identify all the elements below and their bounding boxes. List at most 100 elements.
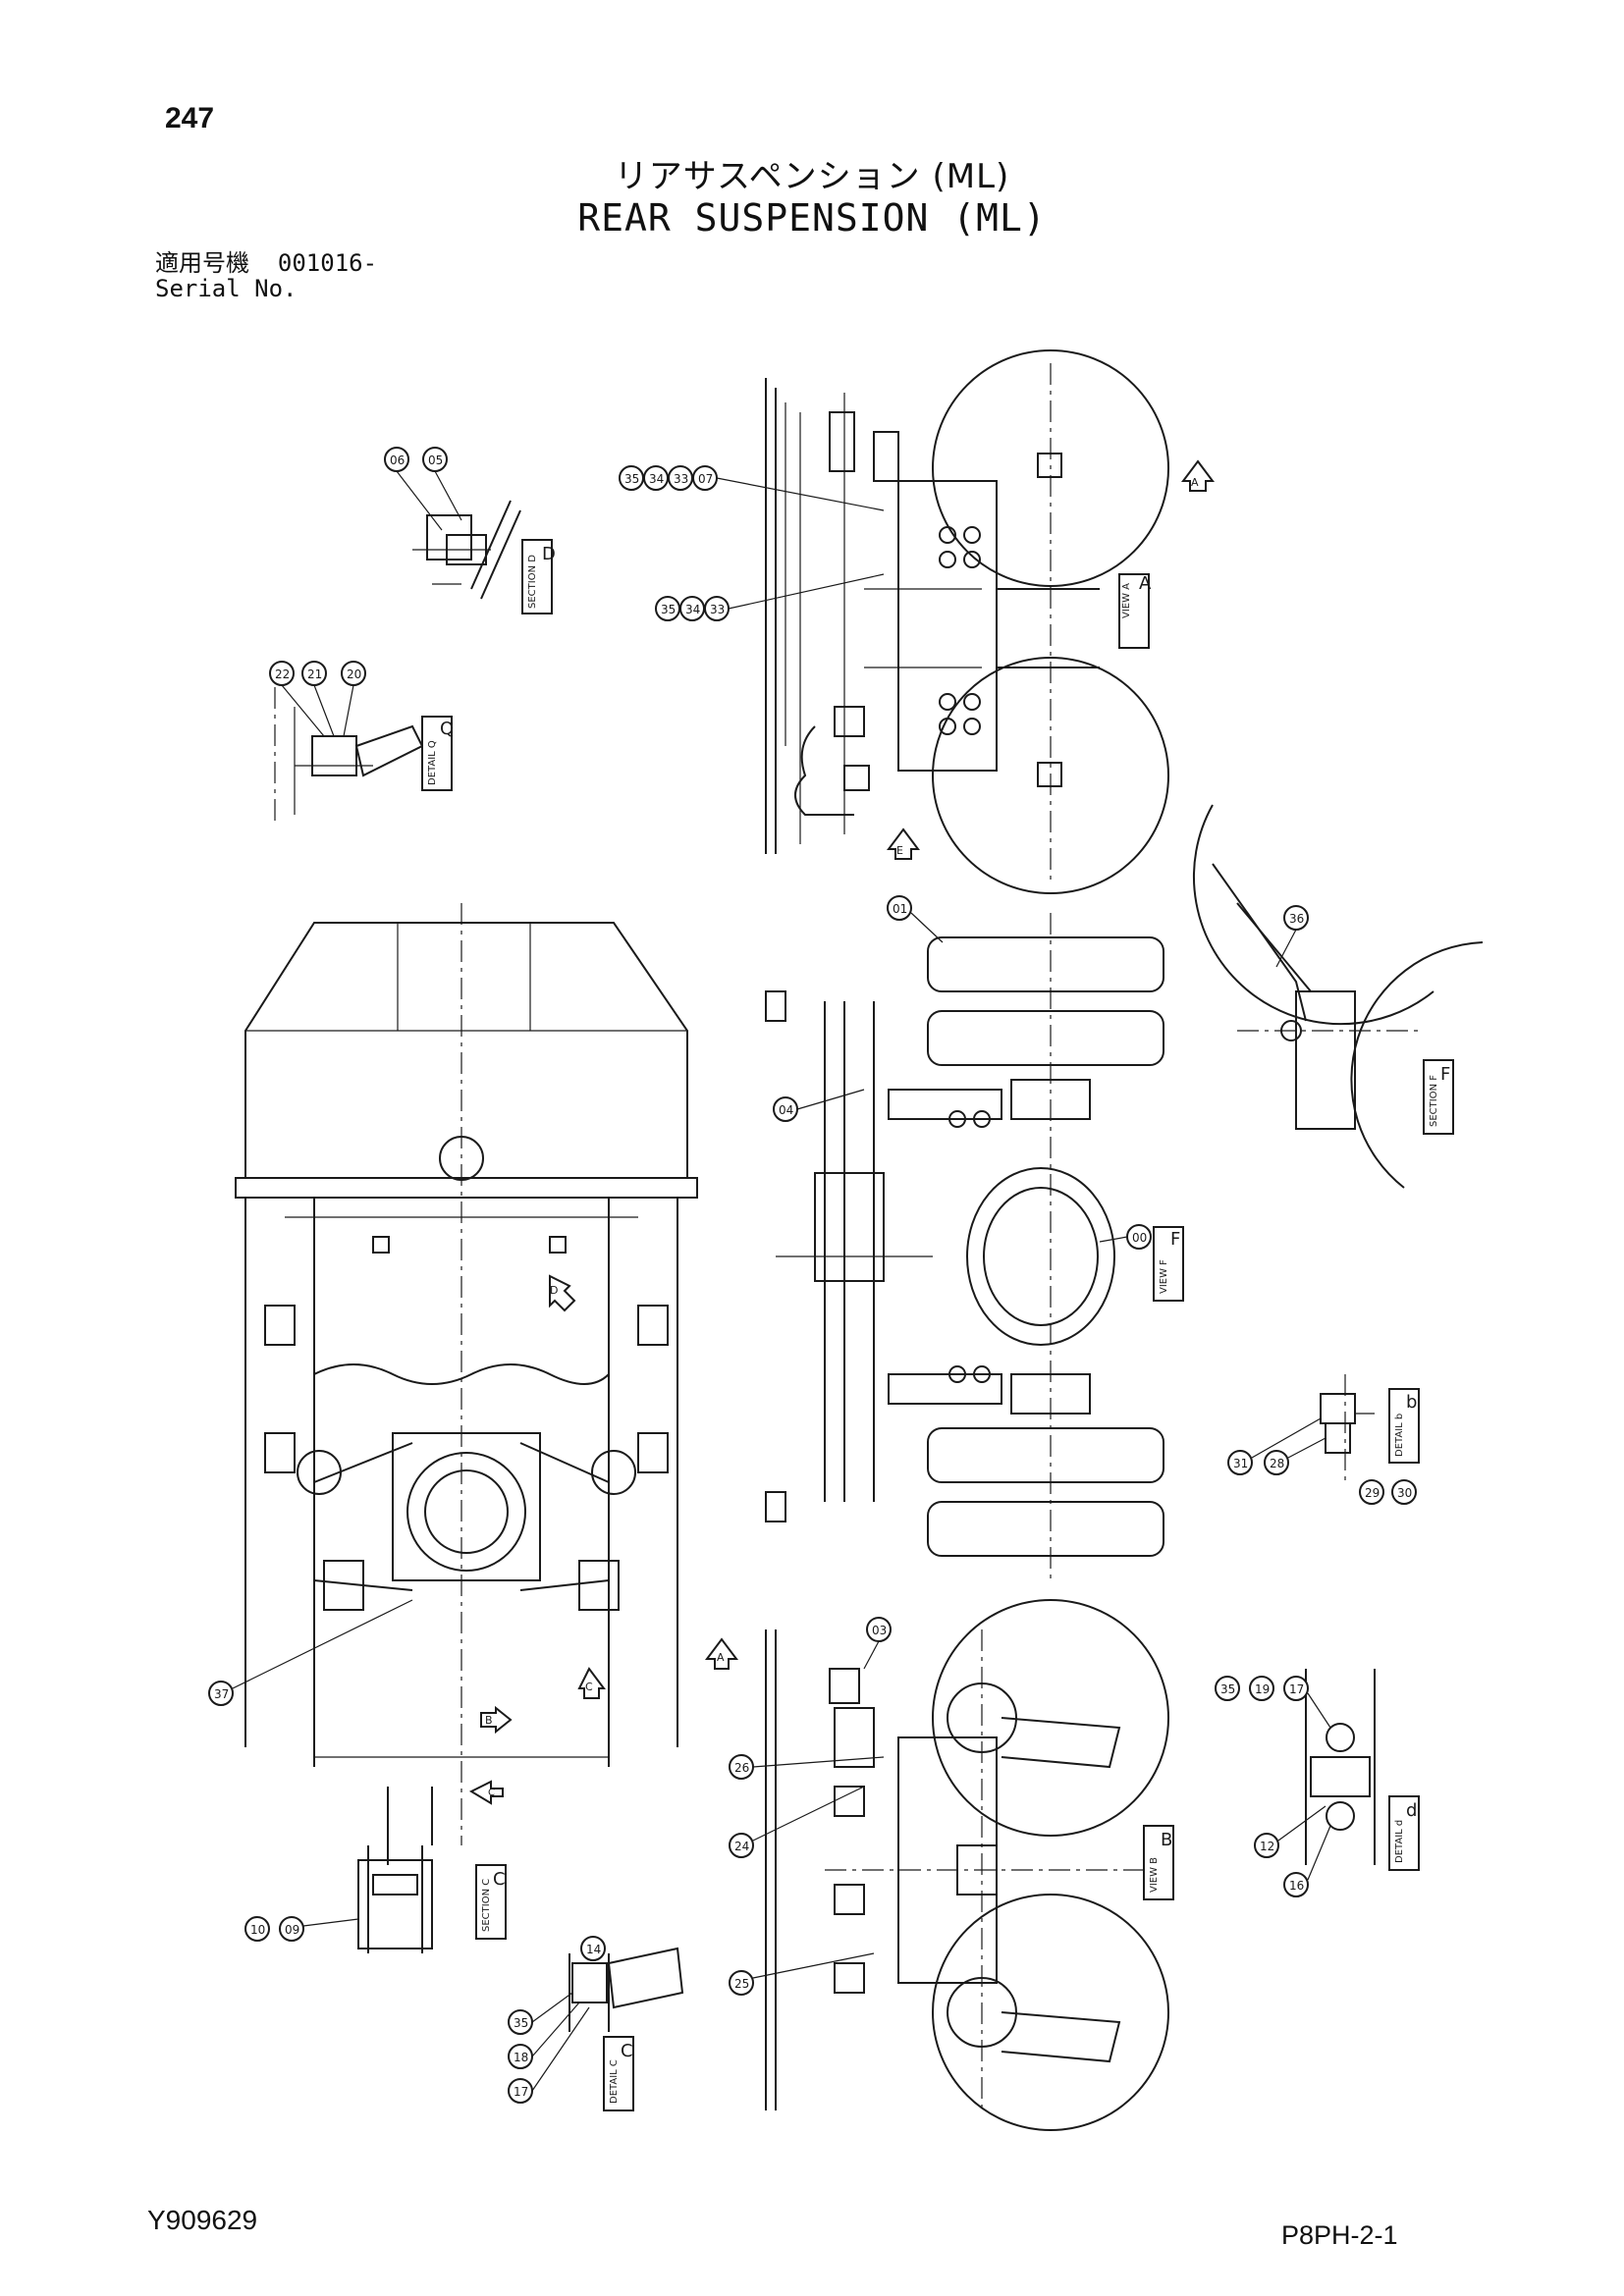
callout-35-b: 35 [661, 603, 676, 616]
differential-housing [966, 1167, 1115, 1346]
callout-20: 20 [347, 667, 361, 681]
section-c-label-box [475, 1864, 507, 1940]
callout-26: 26 [734, 1761, 749, 1775]
page-number: 247 [165, 102, 215, 134]
callout-19-a: 19 [1255, 1682, 1270, 1696]
view-a-label-box [1118, 573, 1150, 649]
detail-q-label: DETAIL Q [427, 740, 438, 785]
callout-21: 21 [307, 667, 322, 681]
detail-d-assembly: 35 19 17 12 16 DETAIL d d [1215, 1669, 1420, 1897]
callout-22: 22 [275, 667, 290, 681]
sheet-code: P8PH-2-1 [1281, 2220, 1398, 2250]
section-c-assembly: 10 09 SECTION C C [244, 1845, 507, 1953]
arrow-a-plan-letter: A [717, 1651, 725, 1664]
tire-lower-1 [927, 1427, 1164, 1483]
detail-q-assembly: 22 21 20 DETAIL Q Q [269, 661, 454, 825]
wheel-hub-square-1 [1037, 453, 1062, 478]
view-f-label: VIEW F [1159, 1259, 1169, 1294]
view-a-assembly: A E VIEW A A [765, 349, 1215, 894]
serial-row-jp: 適用号機 001016- [155, 250, 377, 276]
plan-turntable [392, 1432, 541, 1581]
arrow-d-plan [549, 1274, 576, 1312]
detail-c-label-box [603, 2036, 634, 2111]
detail-q-letter: Q [440, 719, 454, 739]
arrow-c-plan [577, 1667, 606, 1699]
detail-b-label-box [1388, 1388, 1420, 1464]
arrow-a-top [1181, 459, 1215, 492]
detail-b-assembly: 31 28 29 30 DETAIL b b [1227, 1374, 1420, 1505]
callout-35-d: 35 [514, 2016, 528, 2030]
callout-18: 18 [514, 2051, 528, 2064]
callout-16: 16 [1289, 1879, 1304, 1893]
view-f-assembly: 01 04 00 VIEW F F [765, 895, 1184, 1580]
tire-upper-1 [927, 936, 1164, 992]
wheel-rear-upper [932, 657, 1169, 894]
detail-q-label-box [421, 716, 453, 791]
wheel-front-lower [932, 1599, 1169, 1837]
callout-35-a: 35 [624, 472, 639, 486]
callout-06: 06 [390, 454, 405, 467]
section-f-letter: F [1440, 1064, 1450, 1085]
section-d-label-box [521, 539, 553, 614]
callout-17-b: 17 [514, 2085, 528, 2099]
callout-07: 07 [698, 472, 713, 486]
callout-31: 31 [1233, 1457, 1248, 1470]
arrow-c-lower-letter: C [488, 1788, 495, 1798]
detail-c-assembly: 14 35 18 17 DETAIL C C [508, 1936, 684, 2111]
callout-14: 14 [586, 1943, 601, 1956]
arrow-c-lower [468, 1780, 504, 1805]
arrow-b-plan [480, 1705, 513, 1735]
section-c-letter: C [493, 1869, 506, 1890]
serial-label-en: Serial No. [155, 275, 298, 302]
view-a-label: VIEW A [1121, 583, 1132, 618]
callout-01: 01 [893, 902, 907, 916]
section-d-letter: D [542, 544, 556, 564]
plan-counterweight [244, 922, 688, 1179]
plan-view-assembly: D C B A 37 C [208, 903, 738, 1865]
callout-04: 04 [779, 1103, 793, 1117]
callout-25: 25 [734, 1977, 749, 1991]
axle-upper [1010, 1079, 1091, 1120]
view-a-letter: A [1139, 573, 1152, 594]
section-c-label: SECTION C [481, 1879, 492, 1932]
view-a-frame [897, 480, 998, 772]
section-f-label: SECTION F [1429, 1075, 1439, 1127]
serial-label-jp: 適用号機 [155, 249, 249, 277]
callout-33-a: 33 [674, 472, 688, 486]
view-f-label-box [1153, 1226, 1184, 1302]
callout-17-a: 17 [1289, 1682, 1304, 1696]
callout-05: 05 [428, 454, 443, 467]
detail-b-label: DETAIL b [1394, 1414, 1405, 1457]
arrow-a-top-letter: A [1191, 476, 1199, 489]
title-english: REAR SUSPENSION (ML) [577, 196, 1047, 240]
wheel-rear-lower [932, 1894, 1169, 2131]
callout-34-a: 34 [649, 472, 664, 486]
callout-09: 09 [285, 1923, 299, 1937]
callout-37: 37 [214, 1687, 229, 1701]
axle-lower [1010, 1373, 1091, 1415]
callout-29: 29 [1365, 1486, 1380, 1500]
callouts-view-a: 35 34 33 07 35 34 33 [619, 465, 885, 621]
view-b-letter: B [1161, 1830, 1172, 1850]
detail-b-letter: b [1406, 1392, 1417, 1413]
arrow-c-plan-letter: C [585, 1681, 593, 1693]
callout-10: 10 [250, 1923, 265, 1937]
section-f-label-box [1423, 1059, 1454, 1135]
callout-12: 12 [1260, 1840, 1274, 1853]
callout-36: 36 [1289, 912, 1304, 926]
arrow-a-plan [705, 1637, 738, 1670]
callout-33-b: 33 [710, 603, 725, 616]
view-f-letter: F [1170, 1229, 1180, 1250]
detail-c-letter: C [621, 2041, 633, 2061]
title-japanese: リアサスペンション (ML) [614, 157, 1010, 196]
arrow-e-letter: E [896, 844, 903, 857]
arrow-d-plan-letter: D [550, 1284, 558, 1297]
section-f-assembly: 36 SECTION F F [1193, 804, 1484, 1189]
tire-lower-2 [927, 1501, 1164, 1557]
section-d-assembly: 06 05 SECTION D D [384, 447, 556, 614]
view-b-assembly: 03 26 24 25 VIEW B B [729, 1599, 1174, 2131]
detail-c-label: DETAIL C [609, 2059, 620, 2104]
arrow-e [887, 828, 920, 860]
serial-value: 001016- [277, 249, 378, 277]
